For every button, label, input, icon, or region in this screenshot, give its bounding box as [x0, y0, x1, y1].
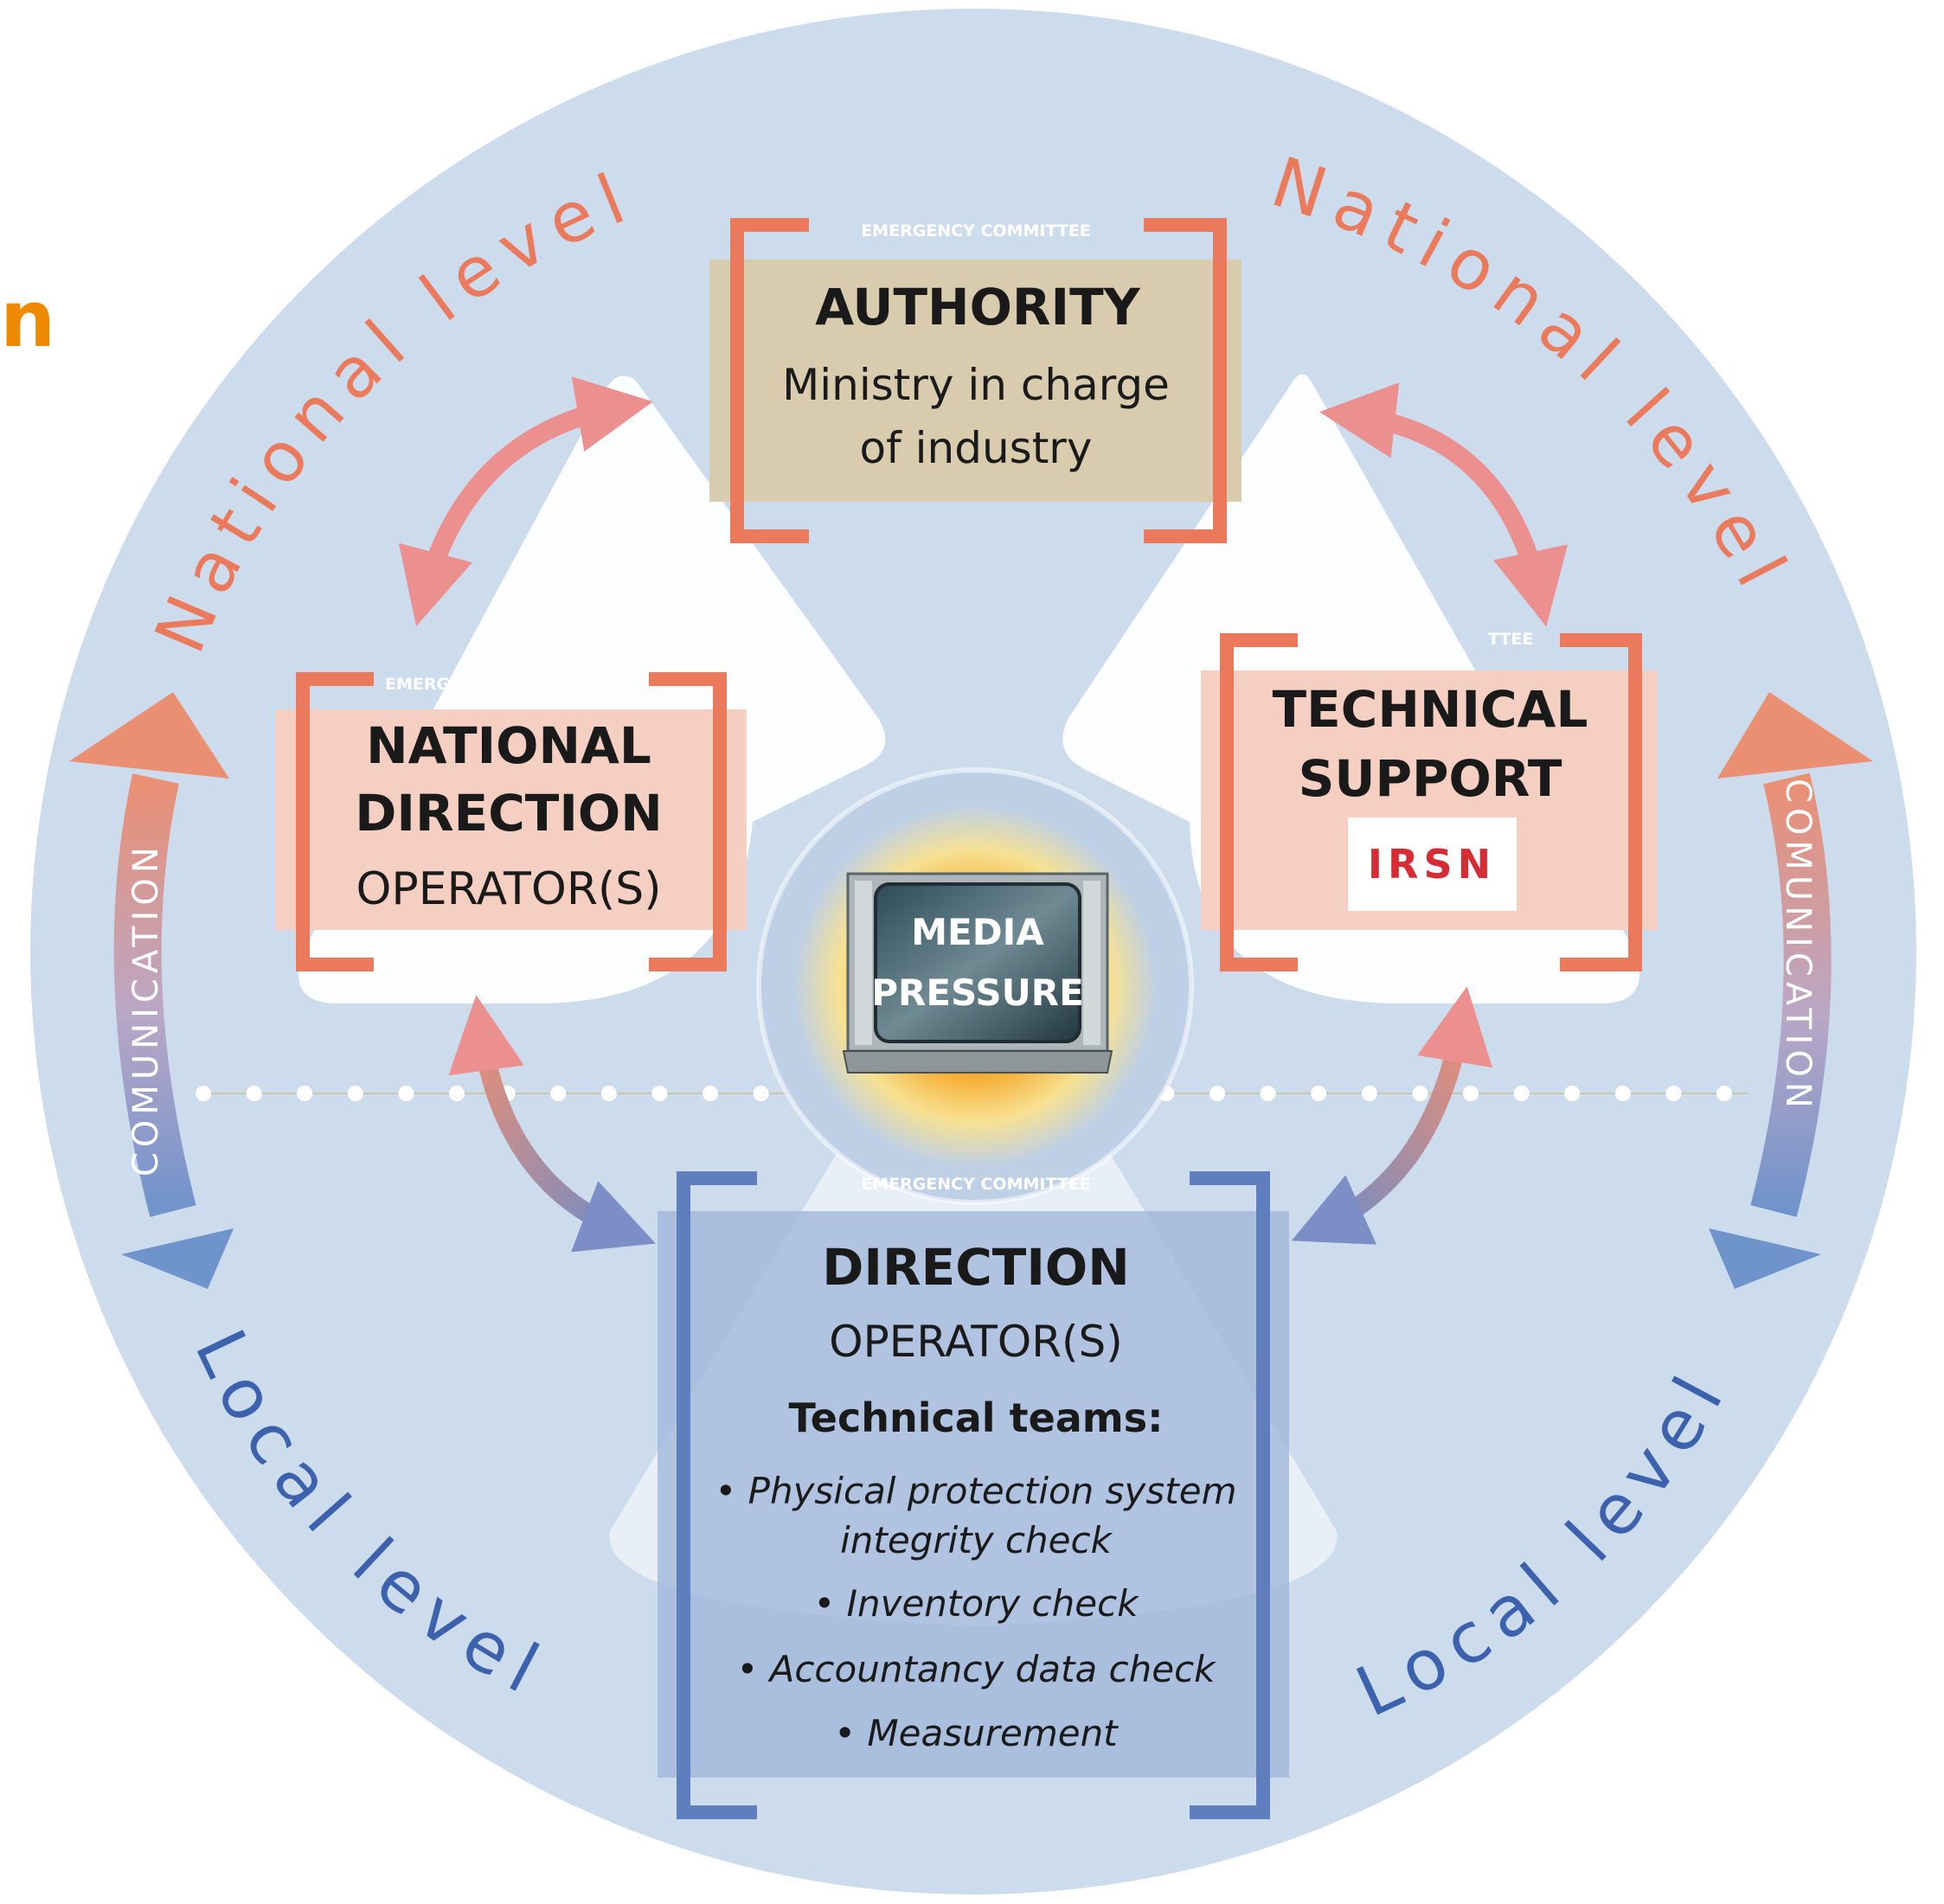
arrow-technical-authority [1319, 382, 1569, 627]
separator-dot [753, 1086, 769, 1101]
irsn-logo: IRSN [1368, 841, 1496, 888]
arrow-national-direction [448, 995, 656, 1253]
direction-title: DIRECTION [822, 1238, 1130, 1297]
media-label-line1: MEDIA [911, 911, 1044, 953]
technical-teams-heading: Technical teams: [788, 1394, 1163, 1441]
separator-dot [1665, 1086, 1682, 1101]
separator-dot [600, 1086, 617, 1101]
national-direction-title-line1: NATIONAL [366, 716, 651, 775]
irsn-logo-background [1348, 817, 1517, 911]
separator-dot [1564, 1086, 1581, 1101]
team-item-2: • Inventory check [813, 1582, 1139, 1625]
separator-dot [246, 1086, 262, 1101]
team-item-4: • Measurement [834, 1712, 1119, 1754]
separator-dot [1463, 1086, 1479, 1101]
direction-committee-label: EMERGENCY COMMITTEE [861, 1175, 1091, 1194]
communication-arrow-left [69, 692, 234, 1289]
direction-box [658, 1171, 1289, 1819]
separator-dot [1209, 1086, 1225, 1101]
technical-support-committee-label: TTEE [1488, 630, 1533, 649]
separator-dot [651, 1086, 668, 1101]
separator-dot [398, 1086, 414, 1101]
national-direction-committee-label: EMERG [385, 675, 450, 694]
communication-arrow-right [1709, 692, 1873, 1289]
separator-dot [1311, 1086, 1327, 1101]
authority-box [709, 218, 1241, 543]
technical-support-title-line2: SUPPORT [1299, 749, 1562, 808]
separator-dot [1513, 1086, 1530, 1101]
separator-dot [1412, 1086, 1428, 1101]
separator-dot [449, 1086, 465, 1101]
arrow-national-authority [398, 376, 653, 627]
separator-dot [1716, 1086, 1732, 1101]
authority-line1: Ministry in charge [782, 360, 1170, 410]
separator-dot [1260, 1086, 1276, 1101]
separator-dot [196, 1086, 211, 1101]
media-tv-icon [842, 872, 1113, 1074]
national-direction-subtitle: OPERATOR(S) [356, 863, 661, 915]
communication-label-right: COMUNICATION [1778, 779, 1818, 1113]
separator-dot [347, 1086, 363, 1101]
separator-dot [297, 1086, 313, 1101]
media-label-line2: PRESSURE [871, 971, 1084, 1014]
national-direction-title-line2: DIRECTION [355, 784, 663, 843]
authority-committee-label: EMERGENCY COMMITTEE [861, 221, 1091, 240]
communication-label-left: COMUNICATION [126, 842, 166, 1176]
arrow-technical-direction [1291, 986, 1492, 1245]
team-item-1: • Physical protection system [715, 1470, 1237, 1512]
team-item-3: • Accountancy data check [736, 1648, 1216, 1690]
separator-dot [1614, 1086, 1631, 1101]
authority-title: AUTHORITY [815, 278, 1140, 337]
page-fragment: n [0, 274, 55, 365]
direction-subtitle: OPERATOR(S) [829, 1317, 1123, 1367]
team-item-1-continued: integrity check [840, 1519, 1113, 1561]
separator-dot [1361, 1086, 1377, 1101]
authority-line2: of industry [860, 423, 1093, 473]
national-direction-box [275, 672, 747, 971]
separator-dot [703, 1086, 718, 1101]
technical-support-title-line1: TECHNICAL [1273, 680, 1588, 739]
separator-dot [550, 1086, 567, 1101]
